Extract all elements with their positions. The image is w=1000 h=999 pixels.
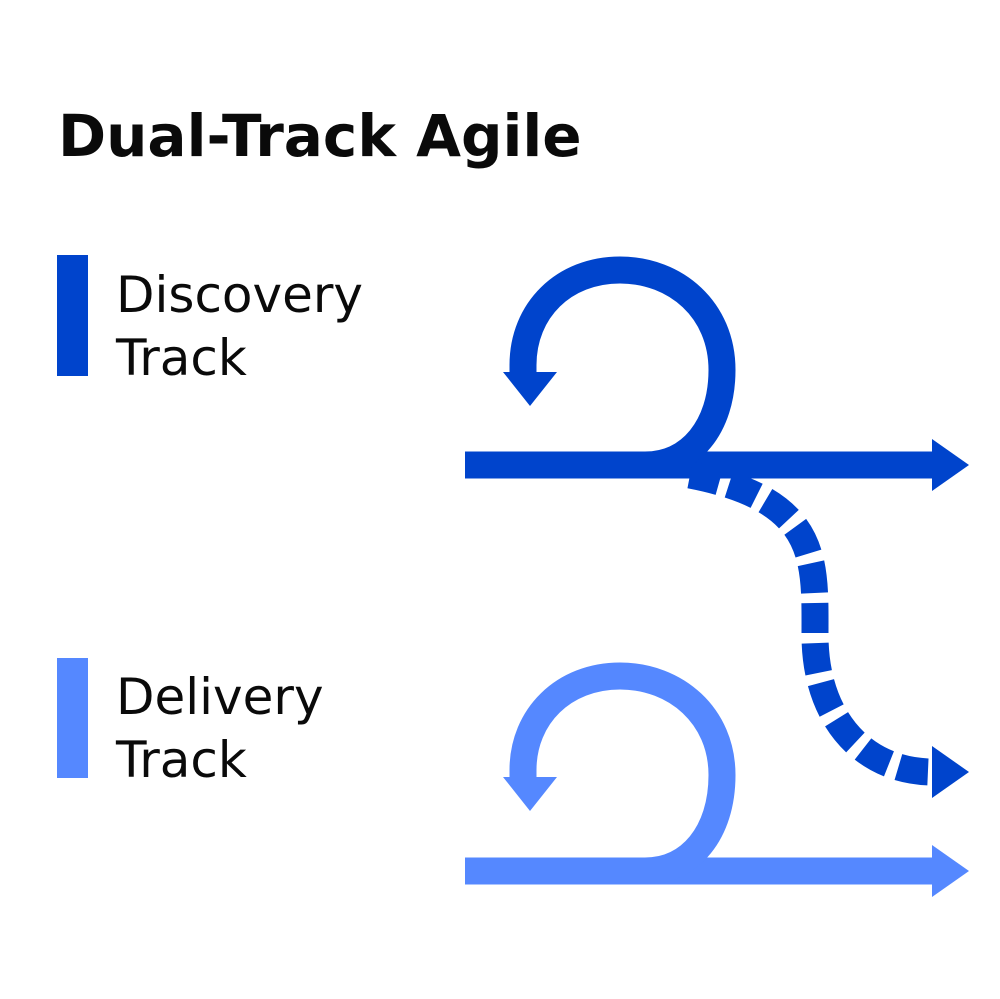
- delivery-track-label-line2: Track: [116, 731, 247, 789]
- discovery-track-label-line1: Discovery: [116, 266, 364, 324]
- delivery-track-label-line1: Delivery: [116, 668, 324, 726]
- delivery-track-label: Delivery Track: [116, 666, 324, 792]
- discovery-loop-arrowhead: [503, 372, 557, 406]
- delivery-track-color-bar: [57, 658, 88, 778]
- handoff-flow: [687, 461, 969, 798]
- handoff-dashed-line: [687, 461, 931, 786]
- delivery-loop-arrow: [509, 662, 736, 885]
- discovery-track-label-line2: Track: [116, 329, 247, 387]
- discovery-flow: [465, 256, 969, 491]
- discovery-loop-arrow: [509, 256, 736, 479]
- diagram-title: Dual-Track Agile: [58, 102, 582, 170]
- delivery-flow: [465, 662, 969, 897]
- discovery-track-label: Discovery Track: [116, 264, 363, 390]
- delivery-loop-arrowhead: [503, 777, 557, 811]
- discovery-main-arrowhead: [932, 439, 969, 491]
- discovery-track-color-bar: [57, 255, 88, 376]
- handoff-arrowhead: [932, 746, 969, 798]
- delivery-main-arrowhead: [932, 845, 969, 897]
